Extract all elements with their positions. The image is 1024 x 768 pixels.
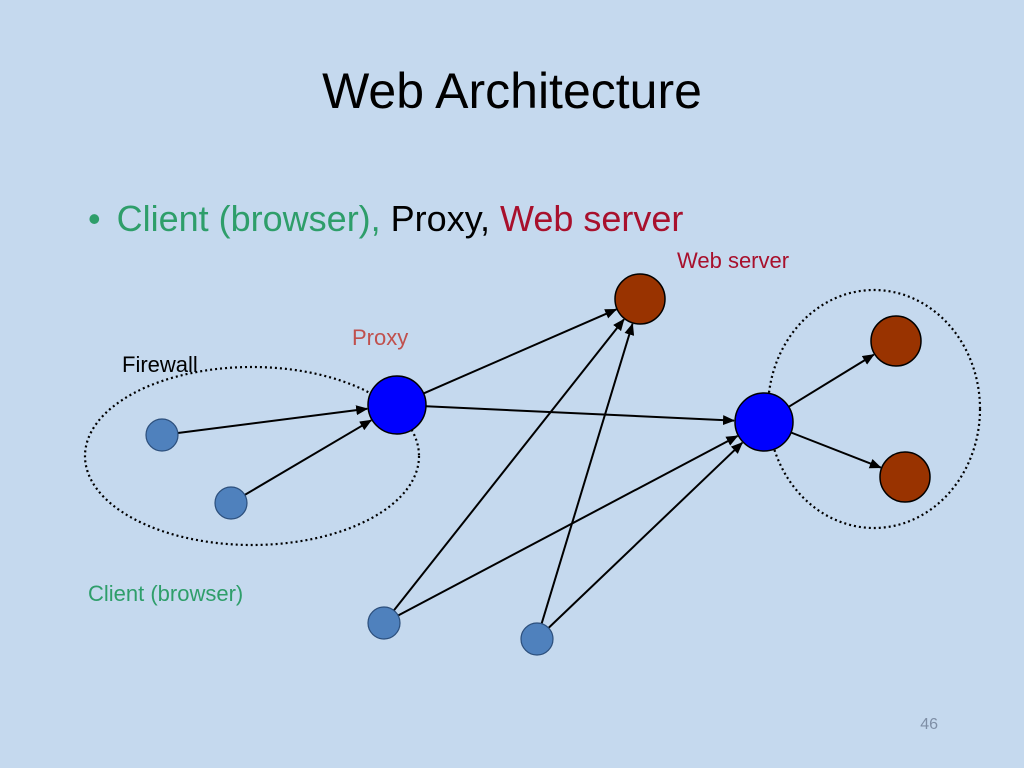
client-outer-1-node [367, 606, 401, 640]
edge-client-outer-2-to-proxy-2 [547, 441, 744, 629]
edge-client-outer-1-to-web-server-1 [393, 318, 625, 612]
bullet-text-proxy: Proxy, [390, 198, 501, 239]
slide-title: Web Architecture [322, 63, 702, 119]
bullet-marker: • [88, 198, 101, 239]
page-number: 46 [920, 716, 938, 733]
edge-client-outer-2-to-web-server-1 [540, 322, 635, 624]
edge-client-inner-1-to-proxy-1 [177, 405, 369, 434]
edge-client-inner-2-to-proxy-1 [244, 419, 373, 496]
client-inner-2-node [214, 486, 248, 520]
firewall-label: Firewall [122, 352, 198, 377]
proxy-label: Proxy [352, 325, 408, 350]
client-inner-1-node [145, 418, 179, 452]
server-group-boundary [766, 288, 982, 530]
edge-proxy-1-to-web-server-1 [423, 308, 618, 395]
firewall-group-boundary [83, 365, 421, 547]
edge-proxy-2-to-web-server-3 [790, 431, 882, 469]
edge-client-outer-1-to-proxy-2 [397, 435, 739, 617]
proxy-1-node [367, 375, 427, 435]
bullet-item: • Client (browser), Proxy, Web server [88, 198, 683, 240]
client-outer-2-node [520, 622, 554, 656]
bullet-text-web-server: Web server [500, 198, 684, 239]
proxy-2-node [734, 392, 794, 452]
web-server-label: Web server [677, 248, 789, 273]
edge-proxy-1-to-proxy-2 [425, 405, 735, 426]
edge-proxy-2-to-web-server-2 [788, 353, 875, 408]
web-server-1-node [614, 273, 666, 325]
web-server-3-node [879, 451, 931, 503]
web-server-2-node [870, 315, 922, 367]
client-label: Client (browser) [88, 581, 243, 606]
bullet-text-client: Client (browser), [116, 198, 391, 239]
